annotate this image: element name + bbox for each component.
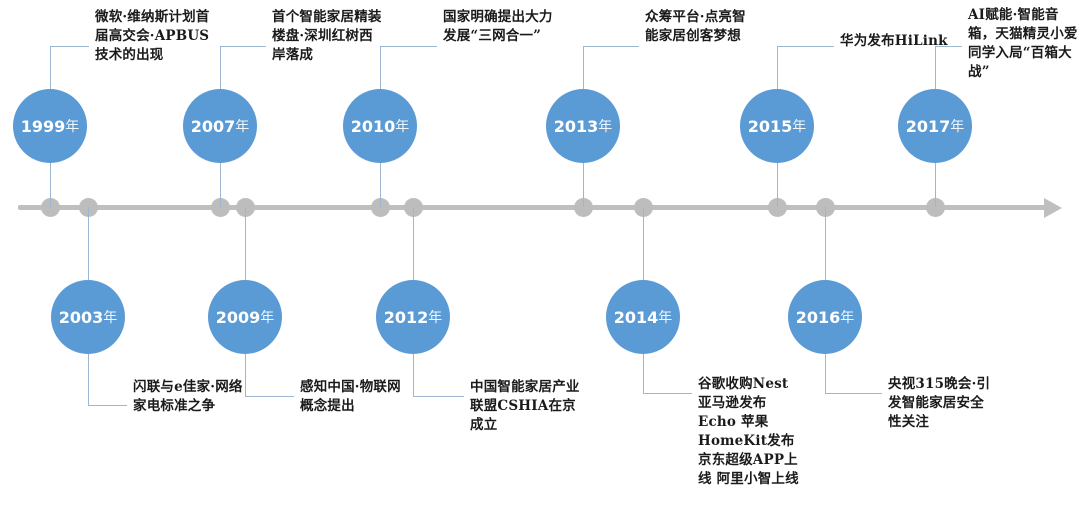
axis-dot-2017 [925, 198, 945, 217]
leader-horizontal-2007 [220, 46, 266, 47]
year-label: 2012 [383, 307, 429, 327]
event-caption-2010: 国家明确提出大力发展“三网合一” [443, 9, 553, 44]
year-label: 2009 [215, 307, 261, 327]
leader-vertical-2009 [245, 354, 246, 396]
timeline-axis [18, 205, 1048, 210]
leader-horizontal-1999 [50, 46, 89, 47]
axis-stub-2016 [825, 207, 826, 317]
year-label: 2015 [747, 116, 793, 136]
year-suffix: 年 [395, 119, 410, 135]
event-caption-2009: 感知中国·物联网概念提出 [300, 379, 401, 414]
axis-dot-2010 [370, 198, 390, 217]
year-suffix: 年 [103, 310, 118, 326]
axis-stub-2015 [777, 126, 778, 207]
axis-stub-2012 [413, 207, 414, 317]
year-suffix: 年 [658, 310, 673, 326]
leader-vertical-2003 [88, 354, 89, 405]
year-suffix: 年 [840, 310, 855, 326]
axis-dot-2015 [767, 198, 787, 217]
year-label: 2007 [190, 116, 236, 136]
axis-stub-2007 [220, 126, 221, 207]
event-caption-2014: 谷歌收购Nest 亚马逊发布Echo 苹果HomeKit发布 京东超级APP上线… [698, 376, 799, 487]
leader-horizontal-2017 [935, 46, 962, 47]
year-label: 2010 [350, 116, 396, 136]
event-caption-2007: 首个智能家居精装楼盘·深圳红树西岸落成 [272, 9, 382, 63]
leader-vertical-2014 [643, 354, 644, 393]
leader-vertical-2012 [413, 354, 414, 396]
event-caption-1999: 微软·维纳斯计划首届高交会·APBUS技术的出现 [95, 9, 210, 63]
year-label: 1999 [20, 116, 66, 136]
leader-vertical-2007 [220, 46, 221, 89]
year-suffix: 年 [428, 310, 443, 326]
event-caption-2013: 众筹平台·点亮智能家居创客梦想 [645, 9, 746, 44]
axis-stub-2017 [935, 126, 936, 207]
year-label: 2013 [553, 116, 599, 136]
leader-vertical-2017 [935, 46, 936, 89]
axis-stub-1999 [50, 126, 51, 207]
leader-vertical-2010 [380, 46, 381, 89]
axis-stub-2013 [583, 126, 584, 207]
year-suffix: 年 [235, 119, 250, 135]
leader-horizontal-2015 [777, 46, 834, 47]
leader-horizontal-2013 [583, 46, 639, 47]
year-suffix: 年 [598, 119, 613, 135]
leader-horizontal-2016 [825, 393, 882, 394]
leader-horizontal-2009 [245, 396, 294, 397]
leader-vertical-2016 [825, 354, 826, 393]
event-caption-2012: 中国智能家居产业联盟CSHIA在京成立 [470, 379, 580, 433]
year-suffix: 年 [65, 119, 80, 135]
year-label: 2017 [905, 116, 951, 136]
event-caption-2003: 闪联与e佳家·网络家电标准之争 [133, 379, 243, 414]
axis-stub-2010 [380, 126, 381, 207]
axis-stub-2009 [245, 207, 246, 317]
axis-stub-2003 [88, 207, 89, 317]
leader-vertical-1999 [50, 46, 51, 89]
timeline-arrow-icon [1044, 198, 1062, 218]
leader-horizontal-2014 [643, 393, 692, 394]
leader-horizontal-2012 [413, 396, 464, 397]
leader-vertical-2015 [777, 46, 778, 89]
event-caption-2016: 央视315晚会·引发智能家居安全性关注 [888, 376, 991, 430]
leader-horizontal-2010 [380, 46, 437, 47]
year-suffix: 年 [792, 119, 807, 135]
leader-vertical-2013 [583, 46, 584, 89]
event-caption-2017: AI赋能·智能音箱，天猫精灵小爱同学入局“百箱大战” [968, 7, 1078, 80]
axis-dot-2007 [210, 198, 230, 217]
axis-dot-2013 [573, 198, 593, 217]
axis-dot-1999 [40, 198, 60, 217]
axis-stub-2014 [643, 207, 644, 317]
event-caption-2015: 华为发布HiLink [840, 33, 948, 49]
year-label: 2016 [795, 307, 841, 327]
year-label: 2014 [613, 307, 659, 327]
year-suffix: 年 [260, 310, 275, 326]
leader-horizontal-2003 [88, 405, 127, 406]
year-label: 2003 [58, 307, 104, 327]
year-suffix: 年 [950, 119, 965, 135]
